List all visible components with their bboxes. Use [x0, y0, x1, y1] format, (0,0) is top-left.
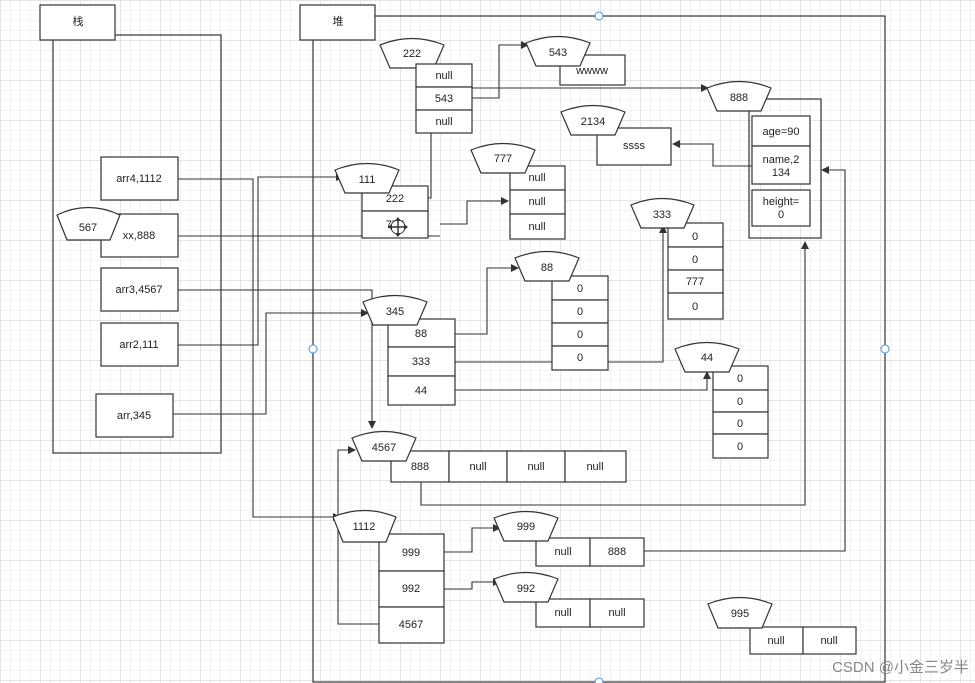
cell-value: 0	[577, 306, 583, 318]
heap-object-44: 0 0 0 0 44	[674, 341, 769, 459]
stack-var-label: arr,345	[117, 410, 151, 422]
tag-label: 88	[541, 262, 553, 274]
tag-label: 44	[701, 352, 713, 364]
tag-label: 992	[517, 583, 535, 595]
field-name-line2: 134	[772, 167, 790, 179]
resize-handle-bottom[interactable]	[594, 677, 604, 683]
field-height-line2: 0	[778, 209, 784, 221]
resize-handle-top[interactable]	[594, 11, 604, 21]
resize-handle-left[interactable]	[308, 344, 318, 354]
tag-label: 888	[730, 92, 748, 104]
heap-object-88: 0 0 0 0 88	[514, 250, 609, 371]
heap-object-992: null null 992	[493, 571, 645, 628]
cell-value: 0	[737, 396, 743, 408]
cell-value: null	[608, 607, 625, 619]
tag-label: 567	[79, 222, 97, 234]
stack-var-arr2: arr2,111	[100, 322, 179, 367]
cell-value: 333	[412, 356, 430, 368]
tag-label: 543	[549, 47, 567, 59]
tag-label: 1112	[353, 521, 376, 533]
tag-label: 222	[403, 48, 421, 60]
move-cursor-icon	[388, 217, 408, 237]
heap-object-543: wwww 543	[525, 35, 626, 86]
cell-value: null	[528, 196, 545, 208]
cell-value: 0	[692, 231, 698, 243]
cell-value: null	[554, 546, 571, 558]
cell-value: 0	[737, 373, 743, 385]
heap-title: 堆	[333, 15, 344, 28]
heap-object-777: null null null 777	[470, 142, 566, 240]
cell-value: 543	[435, 93, 453, 105]
stack-title: 栈	[73, 14, 84, 28]
stack-var-arr4: arr4,1112	[100, 156, 179, 201]
tag-label: 4567	[372, 442, 396, 454]
tag-label: 2134	[581, 116, 605, 128]
stack-var-label: arr4,1112	[116, 173, 161, 185]
cell-value: null	[586, 461, 603, 473]
cell-value: null	[528, 172, 545, 184]
stack-var-arr3: arr3,4567	[100, 267, 179, 312]
cell-value: ssss	[623, 140, 646, 152]
heap-object-888: 888 age=90 name,2 134 height= 0	[706, 80, 822, 239]
resize-handle-right[interactable]	[880, 344, 890, 354]
tag-label: 777	[494, 153, 512, 165]
heap-object-995: null null 995	[707, 596, 857, 655]
heap-object-111: 222 777 111	[334, 162, 429, 239]
cell-value: 0	[577, 352, 583, 364]
tag-label: 995	[731, 608, 749, 620]
cell-value: 999	[402, 547, 420, 559]
cell-value: null	[767, 635, 784, 647]
cell-value: 777	[686, 276, 704, 288]
cell-value: null	[554, 607, 571, 619]
watermark: CSDN @小金三岁半	[832, 659, 969, 676]
cell-value: null	[527, 461, 544, 473]
cell-value: 888	[411, 461, 429, 473]
cell-value: 44	[415, 385, 427, 397]
cell-value: 222	[386, 193, 404, 205]
tag-label: 111	[359, 174, 376, 186]
cell-value: wwww	[575, 65, 608, 77]
stack-title-box	[39, 4, 116, 41]
field-age: age=90	[762, 126, 799, 138]
selection-handles[interactable]	[308, 11, 890, 683]
cell-value: null	[435, 116, 452, 128]
tag-label: 999	[517, 521, 535, 533]
cell-value: 0	[577, 329, 583, 341]
heap-object-2134: ssss 2134	[560, 104, 672, 166]
heap-object-333: 0 0 777 0 333	[630, 197, 724, 320]
cell-value: null	[469, 461, 486, 473]
tag-label: 333	[653, 209, 671, 221]
field-name-line1: name,2	[763, 154, 800, 166]
heap-object-4567: 888 null null null 4567	[351, 430, 627, 483]
tag-label: 345	[386, 306, 404, 318]
heap-object-999: null 888 999	[493, 510, 645, 567]
cell-value: 0	[737, 441, 743, 453]
cell-value: 0	[692, 254, 698, 266]
heap-object-1112: 999 992 4567 1112	[332, 509, 445, 644]
heap-object-345: 88 333 44 345	[362, 294, 456, 406]
cell-value: 0	[692, 301, 698, 313]
heap-object-222: 222 null 543 null	[379, 37, 473, 134]
cell-value: 992	[402, 583, 420, 595]
heap-title-box	[299, 4, 376, 41]
connectors	[173, 41, 846, 625]
cell-value: null	[820, 635, 837, 647]
cell-value: null	[528, 221, 545, 233]
stack-var-arr: arr,345	[95, 393, 174, 438]
cell-value: null	[435, 70, 452, 82]
cell-value: 0	[737, 418, 743, 430]
address-tag-567: 567	[56, 206, 121, 241]
stack-frame: 栈	[39, 4, 222, 454]
stack-var-label: xx,888	[123, 230, 155, 242]
cell-value: 88	[415, 328, 427, 340]
field-height-line1: height=	[763, 196, 799, 208]
cell-value: 4567	[399, 619, 423, 631]
stack-var-label: arr3,4567	[115, 284, 162, 296]
stack-var-label: arr2,111	[119, 339, 158, 351]
cell-value: 0	[577, 283, 583, 295]
cell-value: 888	[608, 546, 626, 558]
